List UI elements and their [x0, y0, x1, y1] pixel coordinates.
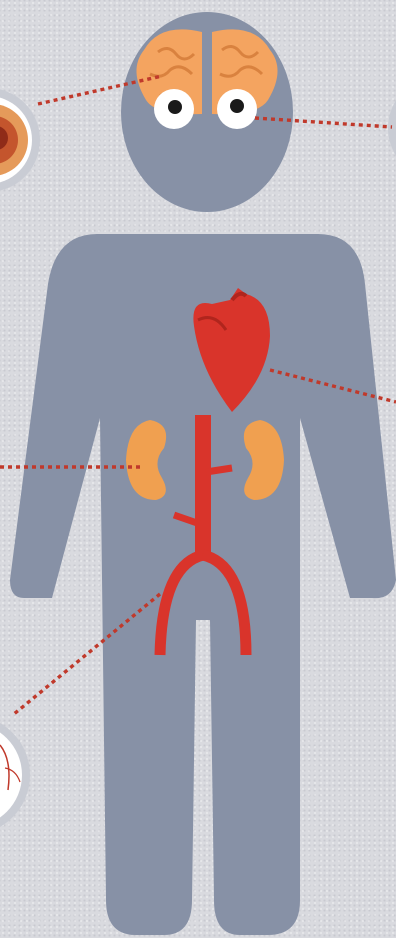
callout-eye	[388, 76, 396, 180]
callout-vessels	[0, 715, 30, 835]
callout-brain	[0, 88, 40, 192]
head	[121, 12, 293, 212]
